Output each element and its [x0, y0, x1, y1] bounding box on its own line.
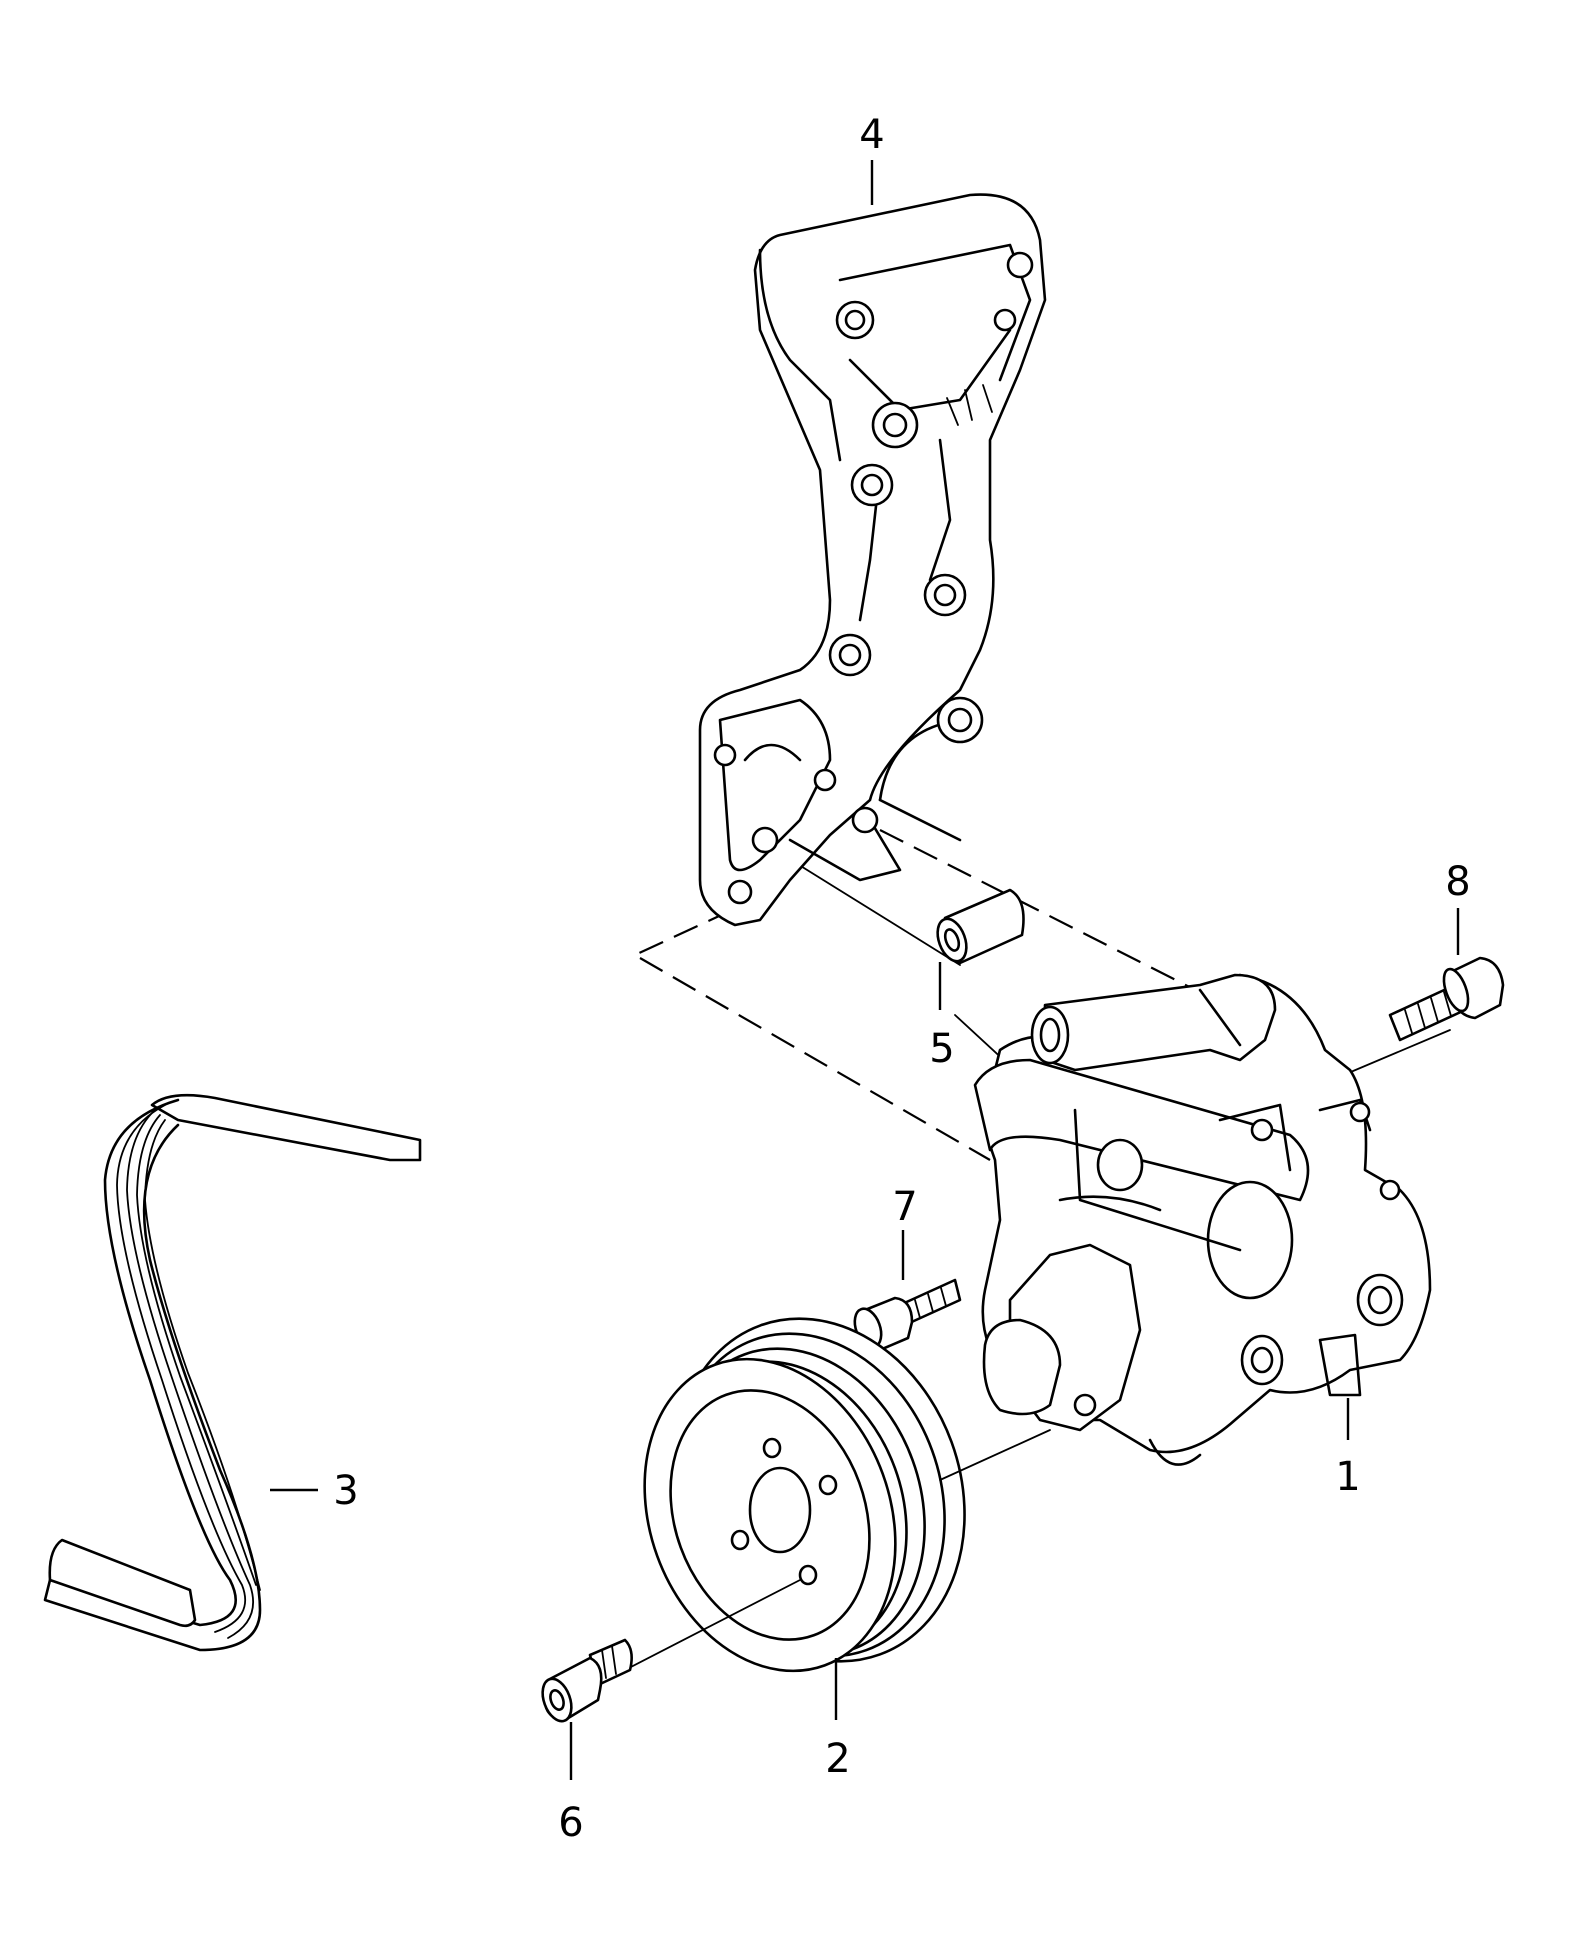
steering-pump[interactable]	[973, 973, 1432, 1466]
spacer-sleeve[interactable]	[932, 888, 1025, 965]
callout-leaders	[270, 160, 1460, 1780]
pulley[interactable]	[603, 1278, 1012, 1707]
pulley-axis-line	[939, 1429, 1051, 1481]
callout-4: 4	[859, 112, 884, 158]
callout-6: 6	[558, 1800, 583, 1846]
callout-2: 2	[825, 1736, 850, 1782]
callout-labels: 4 5 8 7 1 3 2 6	[333, 112, 1470, 1846]
assembly-lines	[634, 829, 1451, 1161]
callout-5: 5	[929, 1026, 954, 1072]
bolt-6-axis-line	[624, 1579, 801, 1671]
bracket[interactable]	[698, 193, 1047, 927]
callout-3: 3	[333, 1468, 358, 1514]
ribbed-belt[interactable]	[43, 1093, 422, 1652]
callout-7: 7	[892, 1184, 917, 1230]
bolt-7[interactable]	[850, 1278, 962, 1352]
callout-1: 1	[1335, 1454, 1360, 1500]
bolt-8[interactable]	[1388, 956, 1505, 1042]
bolt-6[interactable]	[537, 1638, 633, 1725]
callout-8: 8	[1445, 859, 1470, 905]
